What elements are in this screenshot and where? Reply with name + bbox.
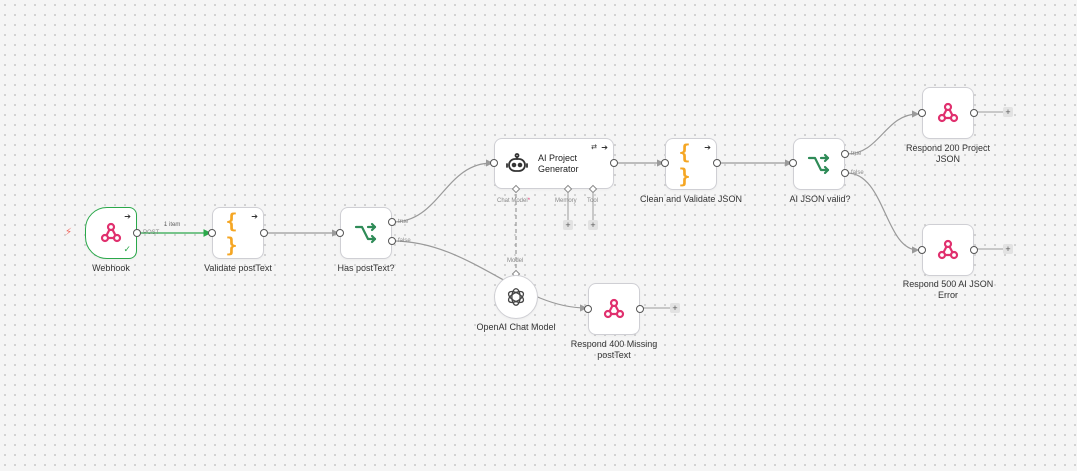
node-label-ai-json-valid: AI JSON valid? <box>789 194 851 204</box>
node-respond-400[interactable] <box>588 283 640 335</box>
webhook-icon <box>936 101 960 125</box>
add-memory-button[interactable]: + <box>563 220 573 230</box>
ai-tool-label: Tool <box>587 198 599 204</box>
valid-true-label: true <box>851 151 862 157</box>
has-true-label: true <box>398 219 409 225</box>
node-validate-post-text[interactable]: { } ➔ <box>212 207 264 259</box>
validate-input-port[interactable] <box>208 229 216 237</box>
node-ai-json-valid[interactable] <box>793 138 845 190</box>
node-label-has-post-text: Has postText? <box>337 263 395 273</box>
add-tool-button[interactable]: + <box>588 220 598 230</box>
node-clean-validate-json[interactable]: { } ➔ <box>665 138 717 190</box>
valid-false-label: false <box>851 170 864 176</box>
robot-icon <box>505 152 529 181</box>
node-label-openai-chat-model: OpenAI Chat Model <box>476 322 556 332</box>
success-check-icon: ✓ <box>123 244 131 254</box>
node-openai-chat-model[interactable] <box>494 275 538 319</box>
node-label-ai-project-generator: AI Project Generator <box>538 153 579 174</box>
run-arrow-icon[interactable]: ➔ <box>124 212 131 221</box>
edge-has-true-ai <box>392 159 494 223</box>
webhook-post-label: POST <box>143 230 160 236</box>
node-label-webhook: Webhook <box>92 263 130 273</box>
node-label-respond-500: Respond 500 AI JSON Error <box>902 279 994 300</box>
edge-item-count: 1 item <box>164 222 181 228</box>
openai-icon <box>505 286 527 308</box>
node-respond-200[interactable] <box>922 87 974 139</box>
ai-memory-label: Memory <box>555 198 577 204</box>
add-after-respond-500-button[interactable]: + <box>1003 244 1013 254</box>
valid-true-port[interactable] <box>841 150 849 158</box>
code-braces-icon: { } <box>225 209 239 257</box>
trigger-bolt-icon: ⚡ <box>65 227 73 238</box>
node-ai-project-generator[interactable]: AI Project Generator ⇄ ➔ <box>494 138 614 189</box>
node-webhook[interactable]: ➔ ✓ <box>85 207 137 259</box>
respond-400-output-port[interactable] <box>636 305 644 313</box>
edge-has-false-respond400 <box>392 240 588 312</box>
webhook-icon <box>602 297 626 321</box>
edge-valid-false-500 <box>846 172 920 254</box>
refresh-icon[interactable]: ⇄ <box>591 144 597 151</box>
respond-500-output-port[interactable] <box>970 246 978 254</box>
clean-input-port[interactable] <box>661 159 669 167</box>
add-after-respond-200-button[interactable]: + <box>1003 107 1013 117</box>
node-label-respond-400: Respond 400 Missing postText <box>570 339 658 360</box>
switch-icon <box>807 153 831 175</box>
has-false-port[interactable] <box>388 237 396 245</box>
run-arrow-icon[interactable]: ➔ <box>704 143 711 152</box>
validate-output-port[interactable] <box>260 229 268 237</box>
add-after-respond-400-button[interactable]: + <box>670 303 680 313</box>
node-label-validate-post-text: Validate postText <box>204 263 272 273</box>
switch-icon <box>354 222 378 244</box>
has-true-port[interactable] <box>388 218 396 226</box>
ai-chat-model-label: Chat Model* <box>497 198 531 204</box>
has-false-label: false <box>398 238 411 244</box>
webhook-icon <box>99 221 123 245</box>
clean-output-port[interactable] <box>713 159 721 167</box>
valid-false-port[interactable] <box>841 169 849 177</box>
ai-output-port[interactable] <box>610 159 618 167</box>
respond-500-input-port[interactable] <box>918 246 926 254</box>
ai-input-port[interactable] <box>490 159 498 167</box>
node-has-post-text[interactable] <box>340 207 392 259</box>
run-arrow-icon[interactable]: ➔ <box>601 143 608 152</box>
respond-200-input-port[interactable] <box>918 109 926 117</box>
webhook-icon <box>936 238 960 262</box>
node-label-respond-200: Respond 200 Project JSON <box>905 143 991 164</box>
node-label-clean-validate-json: Clean and Validate JSON <box>640 194 742 204</box>
respond-200-output-port[interactable] <box>970 109 978 117</box>
code-braces-icon: { } <box>678 140 692 188</box>
run-arrow-icon[interactable]: ➔ <box>251 212 258 221</box>
has-input-port[interactable] <box>336 229 344 237</box>
node-respond-500[interactable] <box>922 224 974 276</box>
webhook-output-port[interactable] <box>133 229 141 237</box>
valid-input-port[interactable] <box>789 159 797 167</box>
openai-model-port-label: Model <box>507 258 524 264</box>
respond-400-input-port[interactable] <box>584 305 592 313</box>
